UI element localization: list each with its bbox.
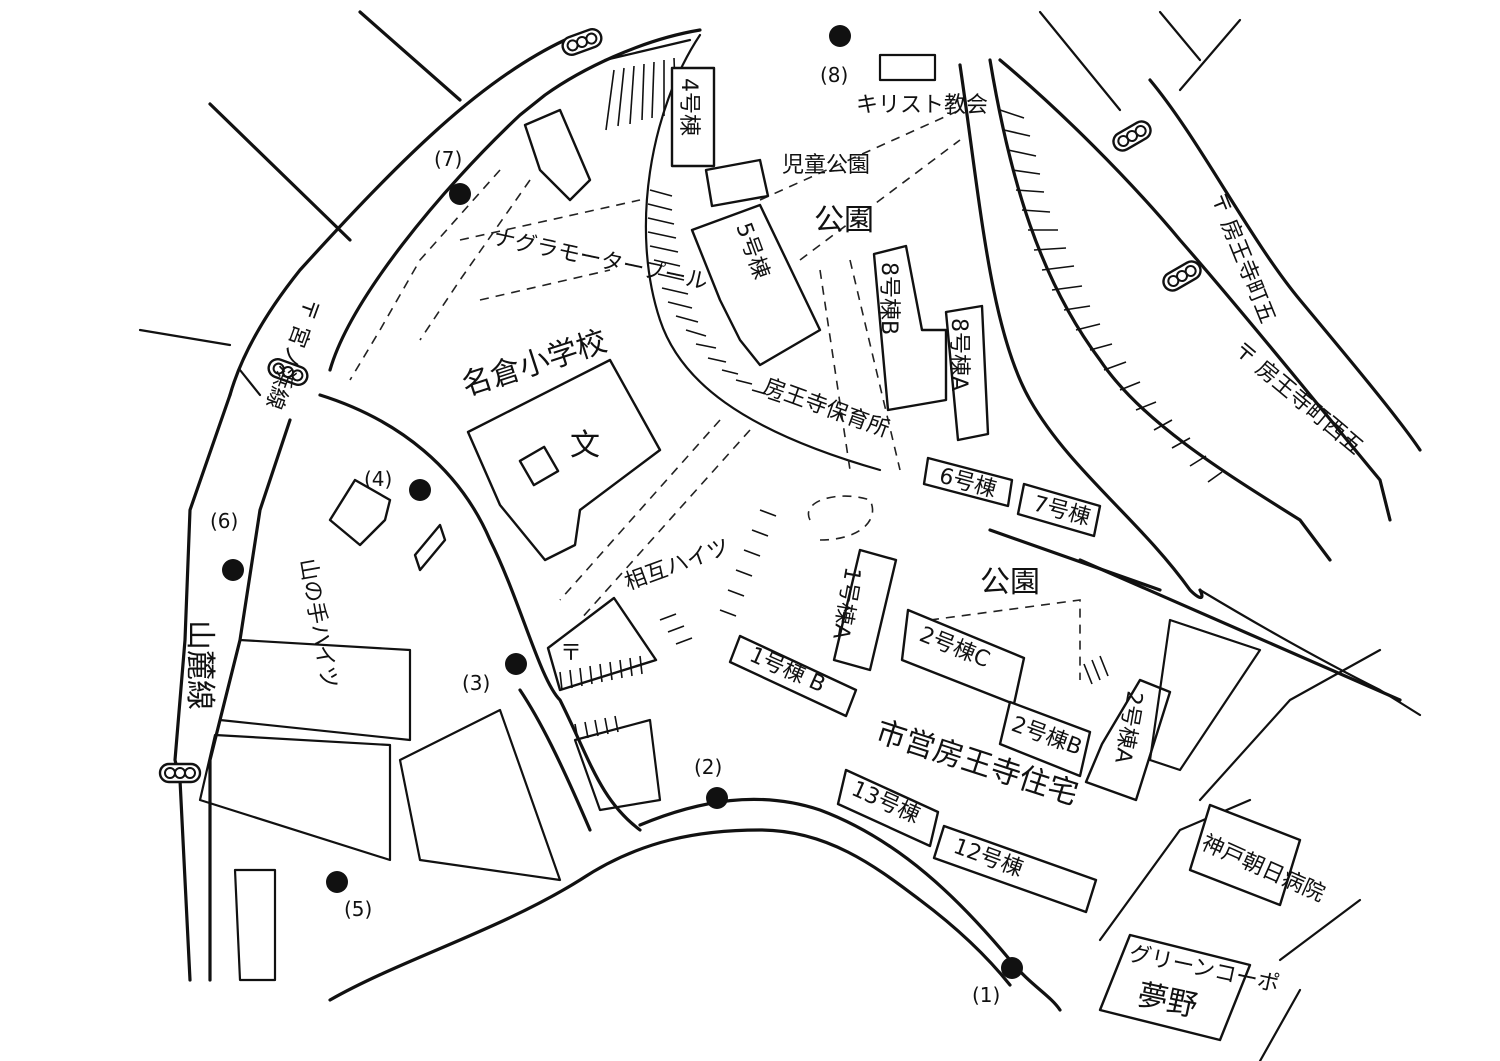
point-marker-5 xyxy=(326,871,348,893)
nursery-label: 房王寺保育所 xyxy=(760,374,893,443)
point-label-2: (2) xyxy=(694,755,722,779)
building-8b xyxy=(872,244,948,412)
church-label: キリスト教会 xyxy=(856,93,988,118)
building-4 xyxy=(670,66,716,168)
embankments xyxy=(603,33,1223,483)
point-label-6: (6) xyxy=(210,509,238,533)
point-label-7: (7) xyxy=(434,147,462,171)
buildings xyxy=(198,53,1302,1042)
point-label-1: (1) xyxy=(972,983,1000,1007)
point-marker-3 xyxy=(505,653,527,675)
point-marker-2 xyxy=(706,787,728,809)
green-corpo-building xyxy=(1098,933,1252,1042)
school-symbol: 文 xyxy=(570,428,600,463)
yamanote-heights-label: 山の手ハイツ xyxy=(294,557,341,691)
point-label-4: (4) xyxy=(364,467,392,491)
post-office-icon: 〒 xyxy=(560,641,582,666)
park-south-label: 公園 xyxy=(980,565,1040,600)
traffic-signals xyxy=(158,28,1202,784)
children-park-label: 児童公園 xyxy=(782,153,870,178)
motor-pool-label: ナグラモータープール xyxy=(491,225,710,295)
park-north-label: 公園 xyxy=(814,203,874,238)
building-6 xyxy=(922,456,1014,508)
building-8b-label: 8号棟B xyxy=(876,262,901,335)
building-13 xyxy=(836,768,940,848)
building-7 xyxy=(1016,482,1102,538)
point-label-3: (3) xyxy=(462,671,490,695)
traffic-signal-icon xyxy=(158,762,202,784)
traffic-signal-icon xyxy=(1162,260,1202,292)
map-labels: 名倉小学校 文 市営房王寺住宅 キリスト教会 児童公園 公園 公園 房王寺保育所… xyxy=(182,78,1368,1024)
building-2a xyxy=(1084,678,1172,802)
aioi-heights-label: 相互ハイツ xyxy=(622,535,734,596)
building-2b xyxy=(998,700,1092,778)
building-1a xyxy=(832,548,898,672)
building-8a-label: 8号棟A xyxy=(946,318,971,391)
point-marker-8 xyxy=(829,25,851,47)
footpaths xyxy=(349,109,1081,680)
yamaroku-line-label: 山麓線 xyxy=(182,620,217,710)
roads xyxy=(138,10,1422,1061)
point-label-5: (5) xyxy=(344,897,372,921)
point-marker-1 xyxy=(1001,957,1023,979)
building-1b xyxy=(728,634,858,718)
school-building xyxy=(466,358,662,562)
building-6-label: 6号棟 xyxy=(936,464,998,503)
point-marker-6 xyxy=(222,559,244,581)
point-marker-4 xyxy=(409,479,431,501)
aioi-heights-building xyxy=(546,596,658,692)
building-12 xyxy=(932,824,1098,914)
point-label-8: (8) xyxy=(820,63,848,87)
traffic-signal-icon xyxy=(1112,120,1152,152)
survey-points: (1) (2) (3) (4) (5) (6) (7) (8) xyxy=(210,25,1023,1007)
traffic-signal-icon xyxy=(267,358,309,386)
point-marker-7 xyxy=(449,183,471,205)
building-8a xyxy=(944,304,990,442)
crosswalks xyxy=(559,509,1109,741)
traffic-signal-icon xyxy=(561,28,603,56)
hospital-building xyxy=(1188,803,1302,907)
building-4-label: 4号棟 xyxy=(676,78,701,136)
building-5 xyxy=(690,203,822,367)
